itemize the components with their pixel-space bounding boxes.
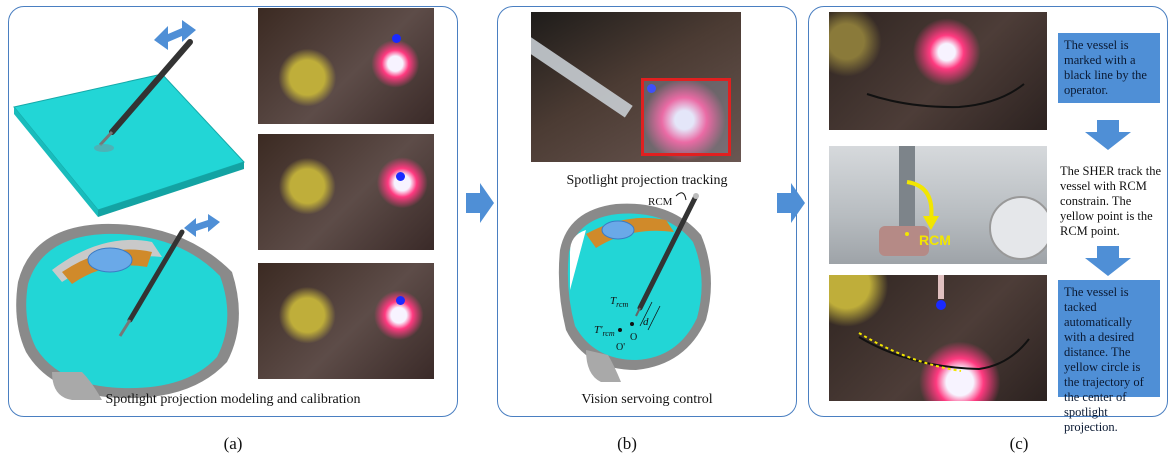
panel-b-caption-bottom: Vision servoing control [581, 392, 713, 407]
flow-arrow-icon [777, 183, 805, 223]
step3-text: The vessel is tacked automatically with … [1058, 280, 1160, 434]
oprime-label: O' [616, 342, 626, 353]
calibration-photo-2 [258, 134, 434, 250]
double-arrow-icon [154, 20, 196, 50]
rcm-label: RCM [648, 196, 673, 208]
rcm-photo-label: RCM [919, 232, 951, 248]
eye-model-illustration [16, 214, 239, 400]
auto-tracking-photo [829, 275, 1047, 401]
tracking-box [641, 78, 731, 156]
panel-c-sublabel: (c) [1009, 434, 1029, 453]
panel-b-caption-top: Spotlight projection tracking [566, 173, 728, 188]
down-arrow-icon [1085, 246, 1131, 276]
vessel-marked-photo [829, 12, 1047, 130]
tracking-photo [531, 12, 741, 162]
panel-a-caption: Spotlight projection modeling and calibr… [105, 392, 361, 407]
down-arrow-icon [1085, 120, 1131, 150]
t-rcm-label: Trcm [610, 295, 629, 310]
step2-text: The SHER track the vessel with RCM const… [1060, 164, 1162, 238]
plate-tool-illustration [13, 20, 245, 217]
panel-b-sublabel: (b) [617, 434, 637, 453]
vision-servo-eye-illustration [558, 192, 711, 382]
o-label: O [630, 332, 638, 343]
flow-arrow-icon [466, 183, 494, 223]
double-arrow-icon [184, 214, 220, 237]
panel-a-sublabel: (a) [223, 434, 243, 453]
sher-tracking-photo: RCM [829, 146, 1047, 264]
calibration-photo-1 [258, 8, 434, 124]
step1-text: The vessel is marked with a black line b… [1058, 33, 1160, 103]
tprime-rcm-label: T'rcm [594, 324, 615, 339]
d-label: d [643, 316, 649, 328]
calibration-photo-3 [258, 263, 434, 379]
